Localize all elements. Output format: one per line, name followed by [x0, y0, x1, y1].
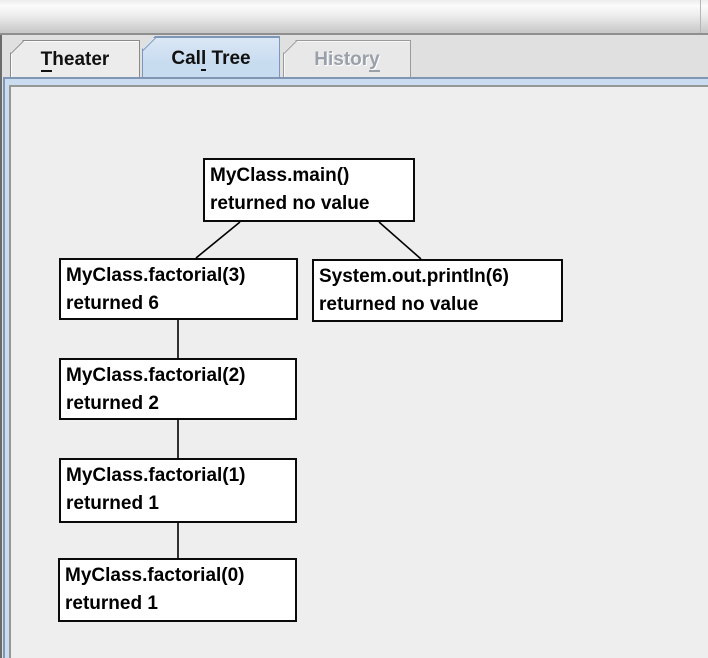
tab-corner-line — [10, 40, 26, 54]
node-title: MyClass.factorial(3) — [66, 265, 246, 286]
tab-corner-line — [283, 40, 299, 54]
node-title: MyClass.factorial(1) — [66, 465, 246, 486]
call-tree-node-factorial3[interactable]: MyClass.factorial(3) returned 6 — [59, 258, 298, 320]
call-edge — [378, 221, 422, 260]
tab-bar: Theater Call Tree History — [0, 35, 708, 80]
call-tree-node-factorial0[interactable]: MyClass.factorial(0) returned 1 — [58, 558, 297, 622]
tab-call-tree[interactable]: Call Tree — [142, 36, 280, 80]
node-result: returned 1 — [66, 493, 159, 514]
tab-label-part: T — [40, 48, 53, 72]
tab-content-frame: MyClass.main() returned no value MyClass… — [3, 77, 708, 658]
tab-label-part: Cal — [171, 48, 201, 69]
node-result: returned 1 — [65, 593, 158, 614]
node-title: MyClass.factorial(2) — [66, 365, 246, 386]
tab-label-part: Histor — [314, 48, 370, 70]
tab-label-part: l — [200, 48, 207, 71]
node-result: returned no value — [210, 193, 370, 214]
call-tree-node-println[interactable]: System.out.println(6) returned no value — [312, 259, 563, 322]
tab-theater[interactable]: Theater — [10, 40, 140, 78]
tab-label: Theater — [40, 48, 110, 72]
node-result: returned no value — [319, 294, 479, 315]
tab-label: History — [314, 48, 380, 72]
tab-label-part: heater — [52, 48, 110, 70]
tab-label: Call Tree — [171, 48, 251, 71]
window-left-edge — [0, 35, 2, 658]
node-title: System.out.println(6) — [319, 266, 510, 287]
tab-history[interactable]: History — [283, 40, 411, 78]
call-tree-node-factorial1[interactable]: MyClass.factorial(1) returned 1 — [59, 458, 297, 523]
node-result: returned 6 — [66, 293, 159, 314]
tab-label-part: Tree — [206, 48, 251, 69]
titlebar-divider — [700, 0, 701, 33]
node-result: returned 2 — [66, 393, 159, 414]
call-tree-edges — [177, 221, 422, 558]
node-title: MyClass.main() — [210, 165, 350, 186]
call-edge — [195, 221, 241, 259]
tab-corner-line — [142, 36, 158, 51]
call-tree-node-factorial2[interactable]: MyClass.factorial(2) returned 2 — [59, 358, 297, 420]
call-tree-node-main[interactable]: MyClass.main() returned no value — [203, 158, 415, 222]
window-top-bar — [0, 0, 708, 35]
call-tree-canvas: MyClass.main() returned no value MyClass… — [9, 85, 708, 658]
node-title: MyClass.factorial(0) — [65, 565, 245, 586]
tab-label-part: y — [369, 48, 380, 72]
